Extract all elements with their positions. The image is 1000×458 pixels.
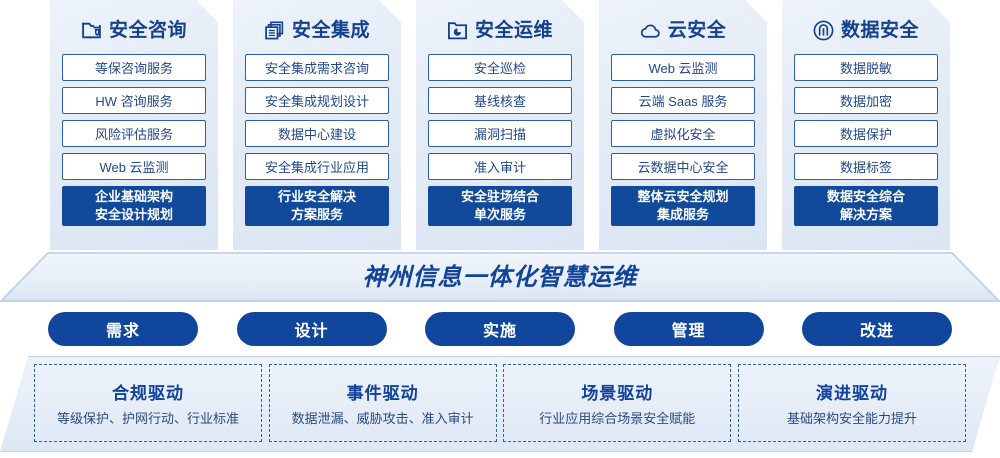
folder-shield-icon — [81, 20, 102, 41]
highlight-line: 单次服务 — [473, 207, 526, 222]
phase-pill-requirements[interactable]: 需求 — [48, 312, 198, 346]
service-item[interactable]: 数据标签 — [794, 153, 938, 180]
highlight-line: 方案服务 — [290, 207, 343, 222]
service-highlight[interactable]: 安全驻场结合 单次服务 — [428, 186, 572, 226]
banner-shape — [0, 252, 1000, 302]
service-item[interactable]: 基线核查 — [428, 87, 572, 114]
service-item[interactable]: 数据中心建设 — [245, 120, 389, 147]
phase-pill-design[interactable]: 设计 — [236, 312, 387, 346]
service-item[interactable]: 云数据中心安全 — [611, 153, 755, 180]
highlight-line: 企业基础架构 — [94, 189, 173, 205]
fingerprint-icon — [813, 20, 834, 41]
column-header: 安全运维 — [428, 12, 572, 48]
highlight-line: 行业安全解决 — [277, 189, 356, 205]
column-header: 安全咨询 — [62, 12, 206, 48]
driver-card-evolution[interactable]: 演进驱动 基础架构安全能力提升 — [737, 364, 966, 442]
service-item[interactable]: Web 云监测 — [611, 54, 755, 81]
phase-pill-improvement[interactable]: 改进 — [802, 312, 952, 346]
service-item[interactable]: 虚拟化安全 — [611, 120, 755, 147]
driver-title: 事件驱动 — [346, 384, 419, 403]
highlight-line: 解决方案 — [839, 207, 892, 222]
column-title: 数据安全 — [840, 19, 919, 41]
service-column-data-security[interactable]: 数据安全 数据脱敏 数据加密 数据保护 数据标签 数据安全综合 解决方案 — [782, 0, 950, 250]
phase-row: 需求 设计 实施 管理 改进 — [0, 312, 1000, 346]
service-column-cloud-security[interactable]: 云安全 Web 云监测 云端 Saas 服务 虚拟化安全 云数据中心安全 整体云… — [599, 0, 767, 250]
service-item[interactable]: 等保咨询服务 — [62, 54, 206, 81]
highlight-line: 整体云安全规划 — [637, 189, 729, 205]
banner-title: 神州信息一体化智慧运维 — [362, 263, 638, 291]
driver-title: 演进驱动 — [815, 384, 888, 403]
driver-card-scenario[interactable]: 场景驱动 行业应用综合场景安全赋能 — [503, 364, 732, 442]
service-item[interactable]: 数据加密 — [794, 87, 938, 114]
service-item[interactable]: HW 咨询服务 — [62, 87, 206, 114]
column-header: 安全集成 — [245, 12, 389, 48]
phase-pill-management[interactable]: 管理 — [613, 312, 764, 346]
service-item[interactable]: 安全巡检 — [428, 54, 572, 81]
service-highlight[interactable]: 企业基础架构 安全设计规划 — [62, 186, 206, 226]
service-item[interactable]: 风险评估服务 — [62, 120, 206, 147]
highlight-line: 集成服务 — [656, 207, 709, 222]
driver-card-incident[interactable]: 事件驱动 数据泄漏、威胁攻击、准入审计 — [268, 364, 497, 442]
column-header: 云安全 — [611, 12, 755, 48]
service-item[interactable]: 云端 Saas 服务 — [611, 87, 755, 114]
service-column-security-consulting[interactable]: 安全咨询 等保咨询服务 HW 咨询服务 风险评估服务 Web 云监测 企业基础架… — [50, 0, 218, 250]
service-item[interactable]: 安全集成规划设计 — [245, 87, 389, 114]
service-item[interactable]: 数据保护 — [794, 120, 938, 147]
driver-title: 场景驱动 — [581, 384, 654, 403]
platform-banner: 神州信息一体化智慧运维 — [0, 252, 1000, 302]
drivers-row: 合规驱动 等级保护、护网行动、行业标准 事件驱动 数据泄漏、威胁攻击、准入审计 … — [0, 356, 1000, 452]
drivers-band: 合规驱动 等级保护、护网行动、行业标准 事件驱动 数据泄漏、威胁攻击、准入审计 … — [0, 356, 1000, 452]
highlight-line: 安全驻场结合 — [460, 189, 539, 205]
column-title: 云安全 — [667, 19, 727, 41]
column-title: 安全集成 — [291, 19, 370, 41]
service-highlight[interactable]: 行业安全解决 方案服务 — [245, 186, 389, 226]
service-item[interactable]: 安全集成需求咨询 — [245, 54, 389, 81]
service-item[interactable]: Web 云监测 — [62, 153, 206, 180]
driver-description: 基础架构安全能力提升 — [786, 411, 917, 426]
driver-description: 数据泄漏、威胁攻击、准入审计 — [291, 411, 474, 426]
folder-chart-icon — [447, 20, 468, 41]
stacked-documents-icon — [264, 20, 285, 41]
driver-card-compliance[interactable]: 合规驱动 等级保护、护网行动、行业标准 — [34, 364, 262, 442]
column-title: 安全咨询 — [108, 19, 187, 41]
service-item[interactable]: 安全集成行业应用 — [245, 153, 389, 180]
banner-outline — [0, 252, 1000, 302]
service-highlight[interactable]: 数据安全综合 解决方案 — [794, 186, 938, 226]
service-column-security-operations[interactable]: 安全运维 安全巡检 基线核查 漏洞扫描 准入审计 安全驻场结合 单次服务 — [416, 0, 584, 250]
phase-pill-implementation[interactable]: 实施 — [425, 312, 575, 346]
highlight-line: 安全设计规划 — [94, 207, 173, 222]
service-highlight[interactable]: 整体云安全规划 集成服务 — [611, 186, 755, 226]
driver-title: 合规驱动 — [112, 384, 184, 403]
service-item[interactable]: 漏洞扫描 — [428, 120, 572, 147]
service-columns: 安全咨询 等保咨询服务 HW 咨询服务 风险评估服务 Web 云监测 企业基础架… — [0, 0, 1000, 258]
driver-description: 等级保护、护网行动、行业标准 — [56, 411, 239, 426]
service-column-security-integration[interactable]: 安全集成 安全集成需求咨询 安全集成规划设计 数据中心建设 安全集成行业应用 行… — [233, 0, 401, 250]
cloud-icon — [640, 20, 661, 41]
highlight-line: 数据安全综合 — [826, 189, 905, 205]
driver-description: 行业应用综合场景安全赋能 — [539, 411, 696, 426]
service-item[interactable]: 准入审计 — [428, 153, 572, 180]
column-header: 数据安全 — [794, 12, 938, 48]
service-item[interactable]: 数据脱敏 — [794, 54, 938, 81]
column-title: 安全运维 — [474, 19, 553, 41]
